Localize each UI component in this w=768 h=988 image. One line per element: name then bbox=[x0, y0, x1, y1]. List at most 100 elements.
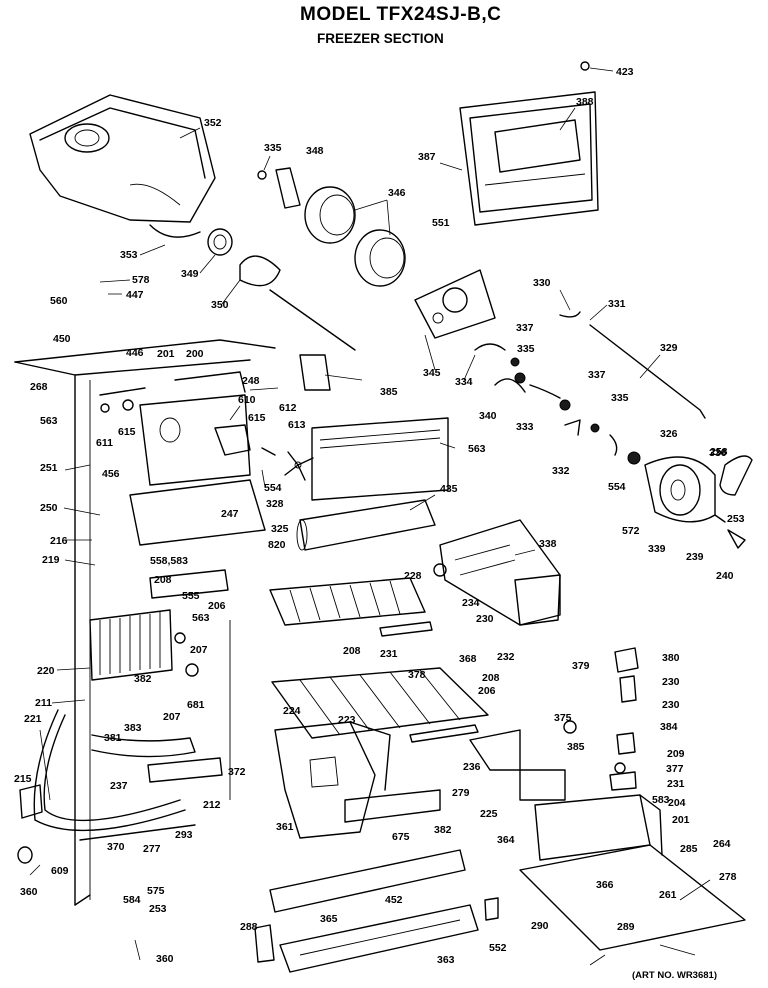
callout: 216 bbox=[50, 535, 68, 547]
callout: 350 bbox=[211, 299, 229, 311]
callout: 338 bbox=[539, 538, 557, 550]
callout: 435 bbox=[440, 483, 458, 495]
callout: 264 bbox=[713, 838, 731, 850]
callout: 336 bbox=[709, 447, 727, 459]
callout: 208 bbox=[154, 574, 172, 586]
ice-maker bbox=[433, 519, 561, 626]
diagram-subtitle: FREEZER SECTION bbox=[317, 31, 444, 46]
callout: 578 bbox=[132, 274, 150, 286]
callout: 554 bbox=[608, 481, 626, 493]
callout: 385 bbox=[380, 386, 398, 398]
callout: 681 bbox=[187, 699, 205, 711]
callout: 230 bbox=[476, 613, 494, 625]
callout: 339 bbox=[648, 543, 666, 555]
callout: 375 bbox=[554, 712, 572, 724]
callout: 450 bbox=[53, 333, 71, 345]
callout: 379 bbox=[572, 660, 590, 672]
callout: 560 bbox=[50, 295, 68, 307]
callout: 384 bbox=[660, 721, 678, 733]
callout: 346 bbox=[388, 187, 406, 199]
evaporator-cover bbox=[299, 354, 449, 501]
callout: 349 bbox=[181, 268, 199, 280]
callout: 228 bbox=[404, 570, 422, 582]
callout: 558,583 bbox=[150, 555, 188, 567]
callout: 378 bbox=[408, 669, 426, 681]
callout: 279 bbox=[452, 787, 470, 799]
ice-bin bbox=[274, 721, 441, 839]
callout: 352 bbox=[204, 117, 222, 129]
callout: 268 bbox=[30, 381, 48, 393]
callout: 200 bbox=[186, 348, 204, 360]
callout: 382 bbox=[134, 673, 152, 685]
callout: 387 bbox=[418, 151, 436, 163]
callout: 552 bbox=[489, 942, 507, 954]
callout: 572 bbox=[622, 525, 640, 537]
callout: 289 bbox=[617, 921, 635, 933]
callout: 612 bbox=[279, 402, 297, 414]
callout: 335 bbox=[264, 142, 282, 154]
callout: 563 bbox=[40, 415, 58, 427]
callout: 345 bbox=[423, 367, 441, 379]
callout: 209 bbox=[667, 748, 685, 760]
callout: 221 bbox=[24, 713, 42, 725]
callout: 385 bbox=[567, 741, 585, 753]
callout: 236 bbox=[463, 761, 481, 773]
callout: 215 bbox=[14, 773, 32, 785]
callout: 370 bbox=[107, 841, 125, 853]
callout: 240 bbox=[716, 570, 734, 582]
callout: 456 bbox=[102, 468, 120, 480]
callout: 250 bbox=[40, 502, 58, 514]
callout: 237 bbox=[110, 780, 128, 792]
water-valve-components bbox=[563, 647, 639, 791]
mounting-bracket bbox=[414, 269, 496, 339]
wire-shelves bbox=[269, 577, 489, 743]
callout: 329 bbox=[660, 342, 678, 354]
air-duct bbox=[296, 499, 436, 551]
callout: 234 bbox=[462, 597, 480, 609]
callout: 383 bbox=[124, 722, 142, 734]
callout: 388 bbox=[576, 96, 594, 108]
callout: 368 bbox=[459, 653, 477, 665]
leader-lines bbox=[29, 67, 711, 966]
callout: 285 bbox=[680, 843, 698, 855]
linkage-parts bbox=[474, 311, 706, 465]
callout: 253 bbox=[727, 513, 745, 525]
callout: 326 bbox=[660, 428, 678, 440]
callout: 372 bbox=[228, 766, 246, 778]
callout: 223 bbox=[338, 714, 356, 726]
callout: 248 bbox=[242, 375, 260, 387]
callout: 239 bbox=[686, 551, 704, 563]
callout: 208 bbox=[343, 645, 361, 657]
callout: 363 bbox=[437, 954, 455, 966]
callout: 337 bbox=[588, 369, 606, 381]
callout: 360 bbox=[20, 886, 38, 898]
callout: 277 bbox=[143, 843, 161, 855]
callout: 348 bbox=[306, 145, 324, 157]
defrost-heater bbox=[17, 757, 223, 864]
callout: 333 bbox=[516, 421, 534, 433]
callout: 447 bbox=[126, 289, 144, 301]
callout: 335 bbox=[611, 392, 629, 404]
callout: 208 bbox=[482, 672, 500, 684]
callout: 212 bbox=[203, 799, 221, 811]
callout: 615 bbox=[248, 412, 266, 424]
callout: 230 bbox=[662, 699, 680, 711]
callout: 575 bbox=[147, 885, 165, 897]
callout: 253 bbox=[149, 903, 167, 915]
callout: 365 bbox=[320, 913, 338, 925]
control-tray bbox=[469, 729, 746, 951]
kick-plate bbox=[254, 849, 499, 973]
callout: 224 bbox=[283, 705, 301, 717]
callout: 334 bbox=[455, 376, 473, 388]
callout: 377 bbox=[666, 763, 684, 775]
drain-tubing bbox=[33, 709, 196, 832]
callout: 360 bbox=[156, 953, 174, 965]
fan-blade bbox=[261, 447, 314, 481]
callout: 551 bbox=[432, 217, 450, 229]
callout: 380 bbox=[662, 652, 680, 664]
callout: 555 bbox=[182, 590, 200, 602]
auger-assembly bbox=[207, 167, 406, 351]
callout: 220 bbox=[37, 665, 55, 677]
callout: 361 bbox=[276, 821, 294, 833]
callout: 584 bbox=[123, 894, 141, 906]
